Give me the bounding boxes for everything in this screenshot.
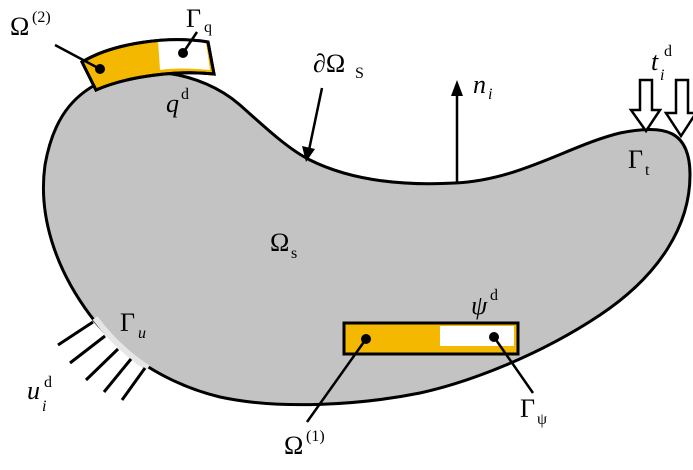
label-n-i: n i [473, 70, 492, 103]
svg-text:i: i [42, 398, 46, 415]
inclusion-omega-2-outline [80, 38, 216, 92]
svg-text:d: d [181, 86, 189, 103]
label-psi-d: ψ d [471, 287, 498, 320]
svg-text:t: t [651, 47, 659, 76]
label-omega-1: Ω (1) [284, 428, 325, 460]
gamma-u-boundary-patch [92, 316, 150, 371]
svg-text:d: d [490, 287, 498, 304]
displacement-hatch [57, 320, 147, 401]
svg-text:S: S [355, 65, 364, 82]
label-gamma-t: Γ t [628, 145, 650, 179]
svg-text:ψ: ψ [537, 411, 547, 428]
solid-body-omega-s [41, 70, 692, 407]
svg-text:i: i [660, 67, 664, 84]
svg-text:d: d [664, 43, 672, 60]
svg-text:Γ: Γ [186, 4, 201, 33]
svg-text:Ω: Ω [270, 228, 289, 257]
svg-text:Ω: Ω [284, 431, 303, 460]
boundary-arrow [302, 87, 324, 162]
svg-text:t: t [645, 162, 650, 179]
svg-text:q: q [166, 89, 179, 118]
omega-2-leader [54, 43, 101, 71]
label-omega-2: Ω (2) [10, 9, 51, 41]
svg-text:u: u [27, 376, 40, 405]
svg-text:Γ: Γ [520, 394, 535, 423]
omega-1-leader [305, 338, 368, 423]
label-gamma-u: Γ u [120, 308, 146, 342]
svg-text:Ω: Ω [10, 12, 29, 41]
label-gamma-q: Γ q [186, 4, 212, 36]
svg-text:q: q [204, 19, 212, 36]
svg-text:i: i [488, 86, 492, 103]
label-u-i-d: u i d [27, 374, 52, 415]
svg-text:Γ: Γ [628, 145, 643, 174]
svg-text:∂Ω: ∂Ω [313, 49, 345, 78]
gamma-psi-white-patch [440, 326, 514, 346]
label-d-omega-s: ∂Ω S [313, 49, 364, 82]
svg-text:(2): (2) [32, 9, 51, 26]
svg-text:Γ: Γ [120, 308, 135, 337]
traction-arrows [628, 78, 693, 139]
label-t-i-d: t i d [651, 43, 672, 84]
svg-text:d: d [44, 374, 52, 391]
svg-text:s: s [291, 245, 297, 262]
svg-text:(1): (1) [306, 428, 325, 445]
label-q-d: q d [166, 86, 189, 118]
label-omega-s: Ω s [270, 228, 297, 262]
gamma-psi-leader [492, 336, 535, 394]
normal-arrow [451, 80, 463, 183]
label-gamma-psi: Γ ψ [520, 394, 547, 428]
svg-text:u: u [138, 325, 146, 342]
inclusion-omega-1-outline [342, 321, 520, 356]
svg-text:n: n [473, 70, 486, 99]
svg-text:ψ: ψ [471, 291, 488, 320]
gamma-q-leader [181, 31, 199, 54]
